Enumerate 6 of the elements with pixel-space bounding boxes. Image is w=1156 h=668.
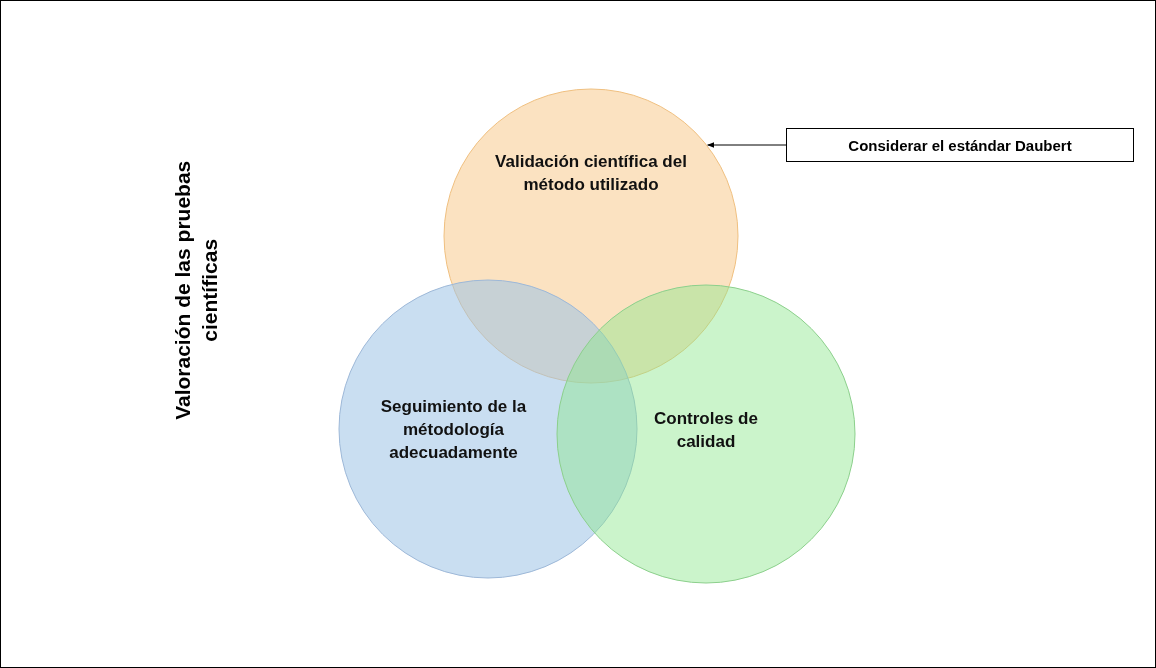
circle-label: Validación científica del método utilizado (494, 151, 688, 196)
arrow (707, 142, 787, 148)
circle-label: Seguimiento de la métodología adecuadamente (379, 396, 528, 464)
callout-box: Considerar el estándar Daubert (786, 128, 1134, 162)
rotated-title: Valoración de las pruebas científicas (169, 160, 222, 421)
circle-label: Controles de calidad (653, 408, 759, 453)
